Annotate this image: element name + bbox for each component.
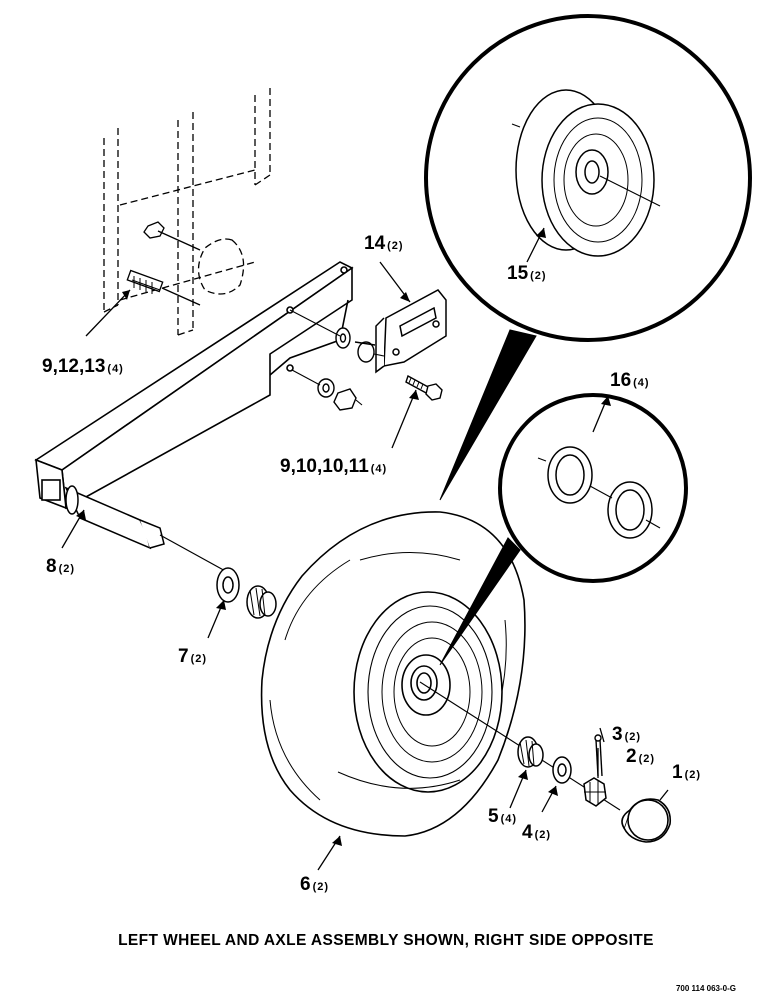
frame-phantom-outline [103,88,271,336]
callout-8: 8(2) [46,556,75,577]
figure-caption: LEFT WHEEL AND AXLE ASSEMBLY SHOWN, RIGH… [118,932,654,949]
callout-7: 7(2) [178,646,207,667]
callout-4: 4(2) [522,822,551,843]
axle-beam [34,261,354,510]
wheel-tire [260,511,526,837]
callout-6: 6(2) [300,874,329,895]
leader-arrowheads [76,228,611,846]
upper-washers [289,309,385,363]
castle-nut [583,777,607,807]
callout-9-10-10-11: 9,10,10,11(4) [280,456,387,477]
callout-2: 2(2) [626,746,655,767]
spindle [64,485,239,579]
callout-14: 14(2) [364,233,404,254]
frame-bolts [126,221,201,306]
callout-16: 16(4) [610,370,650,391]
callout-3: 3(2) [612,724,641,745]
hub-cap [621,798,672,843]
outer-bearing [517,736,544,768]
bearing-cups [537,446,661,539]
bracket [375,289,447,374]
inner-bearing [246,585,277,619]
document-number: 700 114 063-0-G [675,984,736,993]
magnifier-top-wheel [511,89,661,257]
bracket-bolt [405,374,443,401]
callout-9-12-13: 9,12,13(4) [42,356,124,377]
callout-1: 1(2) [672,762,701,783]
lower-nut-washer [291,369,363,411]
callout-5: 5(4) [488,806,517,827]
outer-washer [552,756,572,784]
inner-washer [216,567,240,603]
callout-15: 15(2) [507,263,547,284]
